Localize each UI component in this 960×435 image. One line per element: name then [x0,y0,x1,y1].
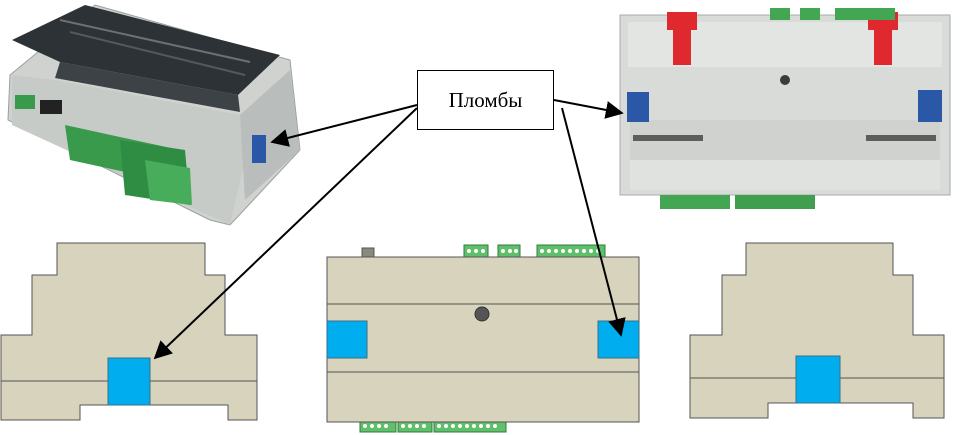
seal-marker [627,92,649,122]
seal-marker [918,90,942,122]
drawing-side-left [0,242,258,421]
seal-marker [326,320,368,359]
drawing-front [326,244,640,433]
seal-marker [795,355,841,404]
seal-marker [252,135,266,163]
photo-device-isometric [7,4,301,226]
seals-callout-label: Пломбы [417,70,554,130]
drawing-side-right [689,242,945,419]
photo-device-back [619,8,951,209]
seal-marker [107,357,151,406]
callout-arrows [153,99,626,360]
